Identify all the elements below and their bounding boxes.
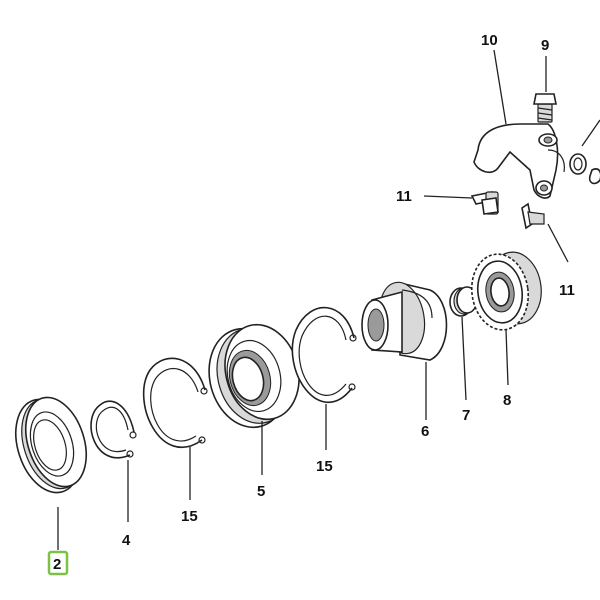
callout-9[interactable]: 9 [541, 37, 549, 54]
part-2-oil-seal[interactable] [5, 390, 97, 501]
part-11-pad-upper[interactable] [470, 191, 499, 215]
callout-15-left[interactable]: 15 [181, 508, 198, 525]
callout-11-upper[interactable]: 11 [396, 188, 412, 205]
callout-2[interactable]: 2 [53, 556, 61, 573]
part-9-bolt[interactable] [533, 93, 557, 123]
part-6-sleeve-hub[interactable] [361, 279, 448, 361]
callout-7[interactable]: 7 [462, 407, 470, 424]
callout-11-lower[interactable]: 11 [559, 282, 575, 299]
selected-callout-highlight [47, 550, 69, 576]
part-4-snap-ring[interactable] [90, 400, 137, 459]
leader-11-lower [547, 223, 569, 263]
callout-10[interactable]: 10 [481, 32, 498, 49]
callout-4[interactable]: 4 [122, 532, 131, 549]
leader-10 [493, 49, 507, 125]
callout-5[interactable]: 5 [257, 483, 265, 500]
part-15-circlip-right[interactable] [291, 306, 357, 404]
part-10-shift-fork[interactable] [473, 123, 565, 199]
leader-11-upper [423, 195, 473, 199]
part-8-synchro-gear[interactable] [467, 249, 546, 334]
part-7-ring[interactable] [449, 286, 478, 317]
callout-8[interactable]: 8 [503, 392, 511, 409]
part-5-bearing[interactable] [198, 316, 309, 436]
o-ring[interactable] [569, 153, 600, 185]
callout-6[interactable]: 6 [421, 423, 429, 440]
leader-8 [505, 329, 509, 386]
part-15-circlip-left[interactable] [142, 357, 208, 449]
callout-15-right[interactable]: 15 [316, 458, 333, 475]
part-11-pad-lower[interactable] [521, 202, 545, 230]
leader-offpage [581, 119, 600, 147]
leader-7 [461, 316, 467, 401]
